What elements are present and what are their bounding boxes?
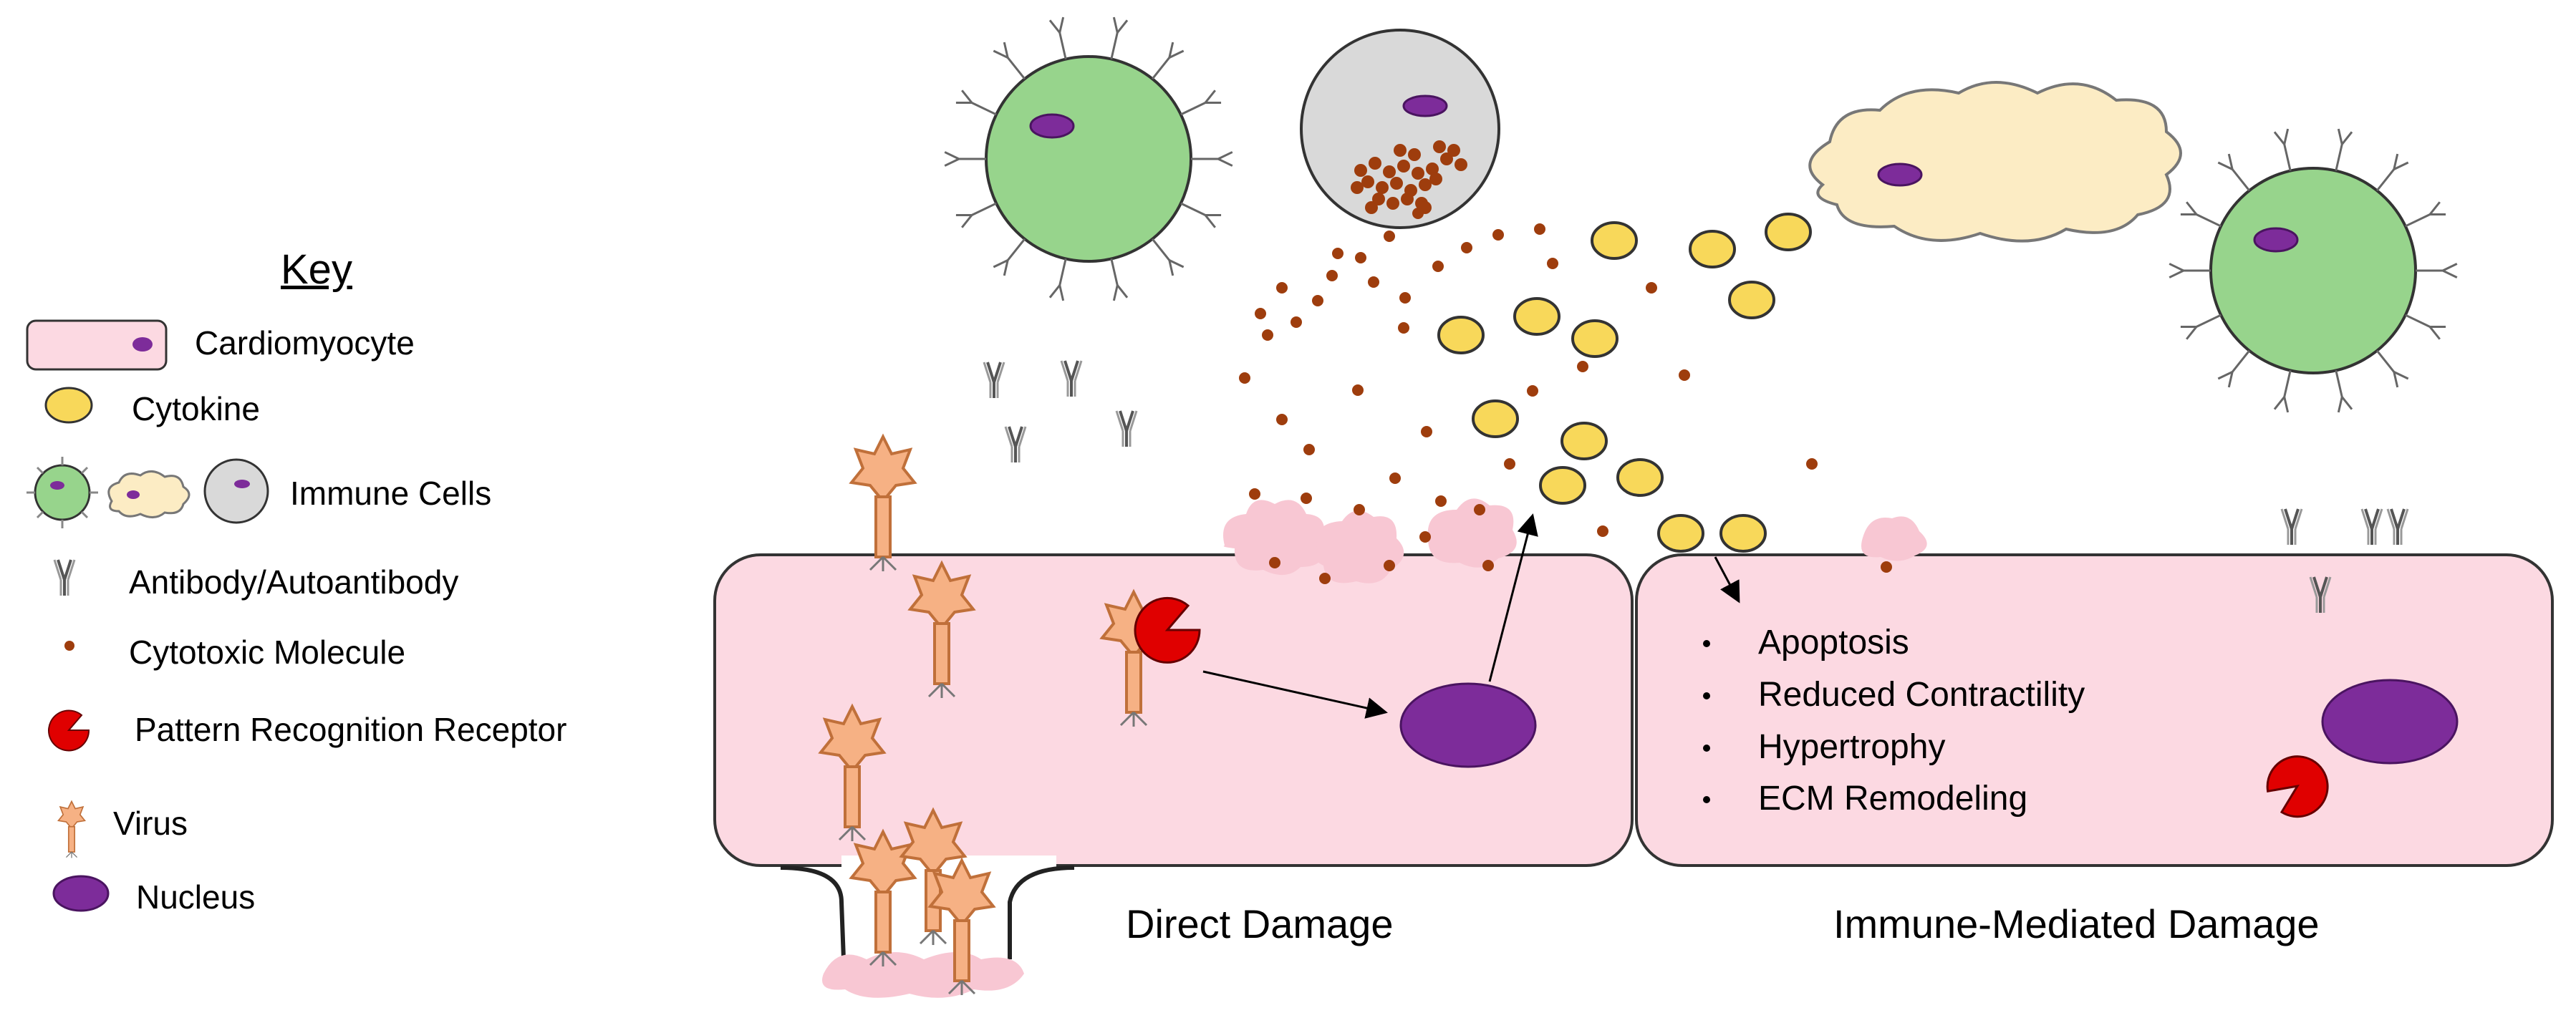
legend-virus-label: Virus [113,805,188,842]
legend-cytokine-icon [44,387,93,424]
legend-cytokine-label: Cytokine [132,390,260,427]
cloud-immune-cell [1808,81,2182,243]
arrow-virus-to-nucleus [1202,670,1388,719]
cytokines [1437,213,1812,553]
legend-green-immune-cell-icon [26,457,98,528]
gray-cell-cytotoxic-granules [1351,140,1467,214]
bullet-dot-3 [1703,745,1710,752]
legend-antibody-label: Antibody/Autoantibody [129,563,459,601]
legend-cloud-nucleus-icon [127,490,140,499]
legend-cardiomyocyte-label: Cardiomyocyte [195,324,415,362]
legend-virus-icon [57,800,86,859]
virus-surface [850,435,916,573]
bullet-dot-1 [1703,640,1710,647]
legend-antibody-icon [53,558,76,597]
green-immune-cell-left [985,55,1192,263]
legend-nucleus-icon [52,875,110,912]
arrow-cytokine-to-effects [1714,556,1740,604]
bullet-dot-4 [1703,796,1710,803]
prr-immune [2266,755,2329,818]
effect-item-apoptosis: Apoptosis [1758,624,1909,661]
legend-immune-cells-label: Immune Cells [290,475,492,512]
nucleus-immune [2321,679,2459,765]
legend-cloud-immune-cell-icon [107,470,190,518]
caption-immune-mediated-damage: Immune-Mediated Damage [1833,901,2320,946]
arrow-nucleus-to-cytokines [1488,513,1538,682]
legend [26,319,269,912]
legend-cytotoxic-icon [64,641,74,651]
released-cytotoxic-molecules [1239,208,1892,584]
legend-cytotoxic-label: Cytotoxic Molecule [129,634,406,671]
legend-nucleus-label: Nucleus [136,878,256,916]
green-cell-right-antibody-receptors [2169,128,2458,413]
effect-item-hypertrophy: Hypertrophy [1758,728,1946,766]
caption-direct-damage: Direct Damage [1126,901,1394,946]
legend-gray-nucleus-icon [234,480,250,488]
effect-item-reduced-contractility: Reduced Contractility [1758,676,2085,714]
membrane-blebs [1223,498,1927,583]
green-cell-left-antibody-receptors [944,16,1233,301]
legend-prr-icon [48,709,90,752]
bullet-dot-2 [1703,692,1710,699]
green-immune-cell-right [2209,167,2417,374]
legend-prr-label: Pattern Recognition Receptor [135,711,567,748]
effect-item-ecm-remodeling: ECM Remodeling [1758,780,2028,818]
nucleus-direct [1399,682,1537,768]
legend-gray-immune-cell-icon [203,458,269,524]
legend-cardiomyocyte-nucleus-icon [132,337,153,352]
prr-direct [1134,596,1201,664]
gray-immune-cell [1300,29,1500,229]
legend-title: Key [281,246,352,293]
legend-cardiomyocyte-icon [26,319,168,371]
